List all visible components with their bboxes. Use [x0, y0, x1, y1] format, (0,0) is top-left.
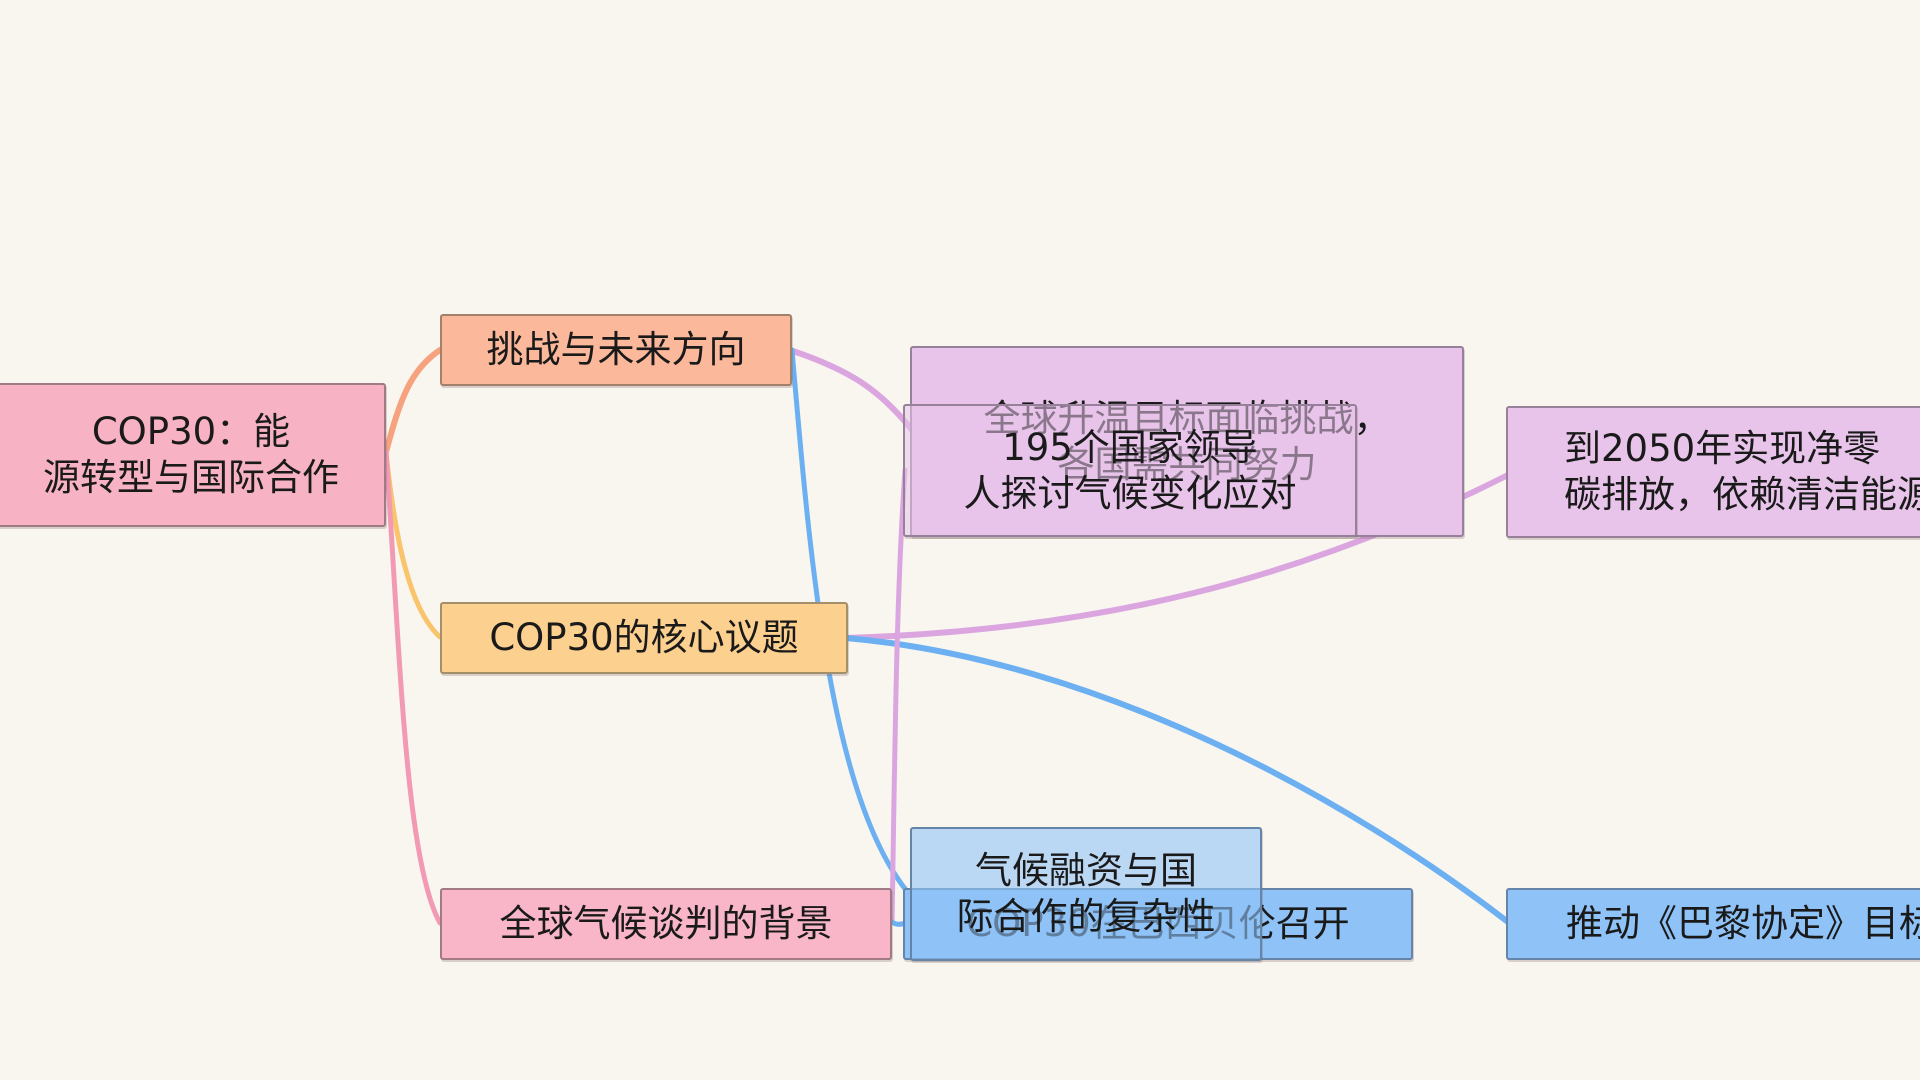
edge-core-paris — [843, 635, 1511, 925]
root-node[interactable]: COP30：能 源转型与国际合作 — [0, 383, 386, 527]
leaf-net-zero[interactable]: 到2050年实现净零 碳排放，依赖清洁能源 — [1506, 406, 1920, 538]
edge-root-challenges — [383, 347, 443, 455]
edge-root-background — [383, 449, 443, 926]
branch-challenges[interactable]: 挑战与未来方向 — [440, 314, 792, 386]
edge-challenges-warming-goal — [787, 347, 915, 433]
edge-background-leaders — [889, 467, 908, 925]
branch-background[interactable]: 全球气候谈判的背景 — [440, 888, 892, 960]
leaf-climate-finance[interactable]: 气候融资与国 际合作的复杂性 — [910, 827, 1262, 961]
leaf-paris-agreement[interactable]: 推动《巴黎协定》目标实现 — [1506, 888, 1920, 960]
leaf-leaders-meeting[interactable]: 195个国家领导 人探讨气候变化应对 — [903, 404, 1357, 537]
branch-core-issues[interactable]: COP30的核心议题 — [440, 602, 848, 674]
